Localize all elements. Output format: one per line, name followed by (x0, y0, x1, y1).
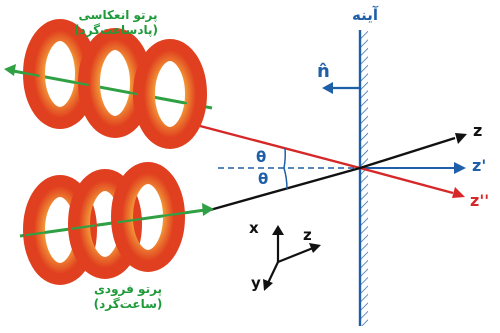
arrowhead-icon (272, 225, 284, 235)
angle-arc-upper (283, 147, 286, 169)
reflected-ray (199, 124, 465, 198)
coord-x-label: x (249, 219, 259, 237)
incident-beam-title: پرتو فرودی (93, 282, 163, 296)
theta-lower-label: θ (258, 170, 269, 188)
reflected-beam-helix (4, 19, 213, 149)
angle-arc-lower (283, 167, 288, 190)
normal-vector-label: n̂ (317, 61, 330, 82)
reflected-beam-title: پرتو انعکاسی (78, 8, 158, 22)
incident-beam-label: پرتو فرودی (ساعت‌گرد) (88, 282, 168, 312)
axis-z-label: z (473, 121, 483, 140)
axis-z-double-prime-label: z'' (470, 191, 490, 210)
incident-beam-helix (19, 162, 214, 285)
triad-y-axis (267, 261, 279, 284)
coordinate-triad (263, 225, 321, 291)
arrowhead-icon (452, 187, 465, 198)
arrowhead-icon (309, 243, 321, 253)
reflected-beam-label: پرتو انعکاسی (پادساعت‌گرد) (74, 8, 158, 38)
arrowhead-icon (455, 133, 467, 144)
spiral-beam-icon (23, 162, 185, 285)
arrowhead-icon (202, 203, 214, 216)
spiral-beam-icon (23, 19, 207, 149)
arrowhead-icon (322, 82, 333, 94)
incident-beam-subtitle: (ساعت‌گرد) (93, 297, 163, 311)
reflected-beam-subtitle: (پادساعت‌گرد) (74, 23, 158, 37)
arrowhead-icon (454, 162, 466, 174)
incident-ray (209, 133, 467, 212)
axis-z-prime (360, 162, 466, 174)
mirror-hatching (360, 30, 368, 326)
mirror (358, 30, 368, 326)
arrowhead-icon (263, 279, 273, 291)
coord-z-label: z (303, 226, 312, 244)
theta-upper-label: θ (256, 148, 267, 166)
axis-z-prime-label: z' (472, 156, 487, 175)
triad-z-axis (277, 246, 314, 264)
normal-vector (322, 82, 360, 94)
mirror-label: آینه (352, 6, 378, 24)
arrowhead-icon (4, 64, 16, 76)
coord-y-label: y (251, 274, 261, 292)
